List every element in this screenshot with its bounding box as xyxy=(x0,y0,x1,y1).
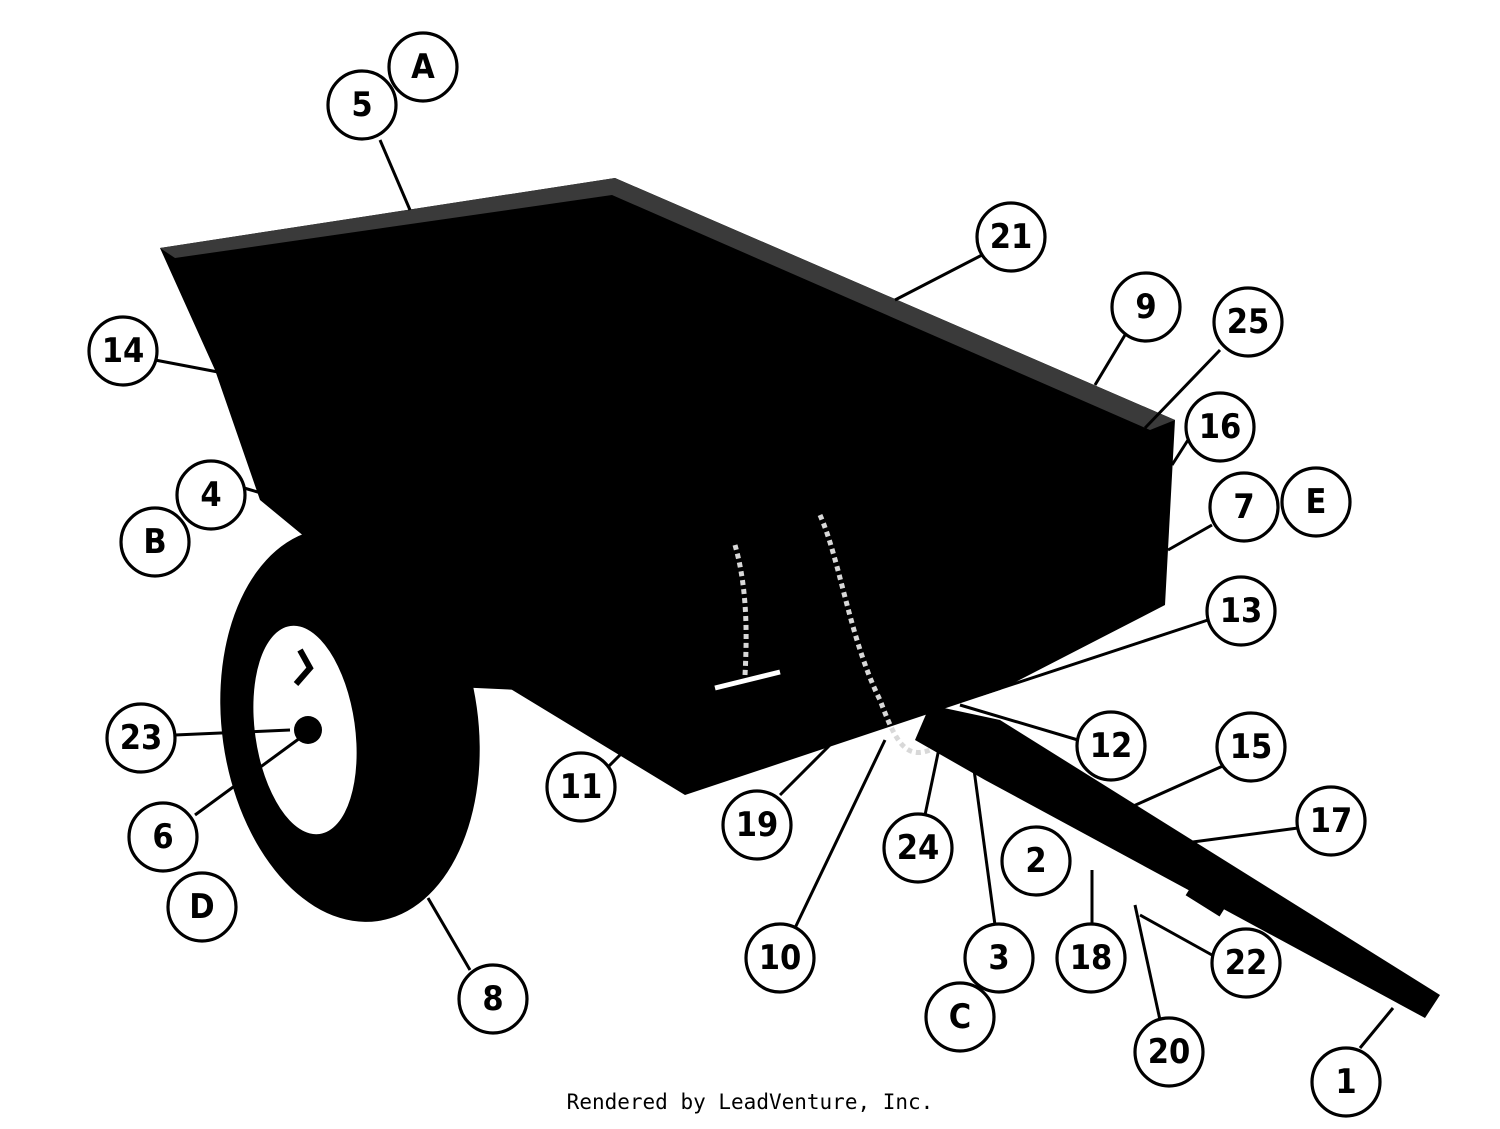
leader-6 xyxy=(194,736,301,817)
callout-a[interactable]: A xyxy=(387,31,459,103)
leader-5 xyxy=(378,139,412,211)
callout-7[interactable]: 7 xyxy=(1208,471,1280,543)
callout-14[interactable]: 14 xyxy=(87,315,159,387)
callout-19[interactable]: 19 xyxy=(721,789,793,861)
callout-15[interactable]: 15 xyxy=(1215,711,1287,783)
svg-text:10: 10 xyxy=(759,938,802,978)
leader-23 xyxy=(174,728,291,737)
leader-13 xyxy=(979,618,1209,697)
leader-9 xyxy=(1093,334,1127,386)
svg-text:4: 4 xyxy=(200,475,221,515)
callout-12[interactable]: 12 xyxy=(1075,710,1147,782)
leader-24 xyxy=(923,719,947,816)
callout-6[interactable]: 6 xyxy=(127,801,199,873)
callout-b[interactable]: B xyxy=(119,506,191,578)
svg-text:20: 20 xyxy=(1148,1032,1191,1072)
leader-12 xyxy=(959,703,1079,742)
callout-2[interactable]: 2 xyxy=(1000,825,1072,897)
leader-7 xyxy=(1167,523,1213,552)
tongue-bracket xyxy=(1085,796,1135,844)
callout-11[interactable]: 11 xyxy=(545,751,617,823)
svg-text:8: 8 xyxy=(482,979,503,1019)
svg-text:22: 22 xyxy=(1225,943,1268,983)
svg-text:3: 3 xyxy=(988,938,1009,978)
callout-18[interactable]: 18 xyxy=(1055,922,1127,994)
dump-box-body xyxy=(160,178,1175,795)
callout-1[interactable]: 1 xyxy=(1310,1046,1382,1118)
callout-8[interactable]: 8 xyxy=(457,963,529,1035)
callout-22[interactable]: 22 xyxy=(1210,927,1282,999)
svg-text:24: 24 xyxy=(897,828,940,868)
callout-c[interactable]: C xyxy=(924,981,996,1053)
svg-text:A: A xyxy=(411,47,435,87)
svg-text:23: 23 xyxy=(120,718,163,758)
callout-3[interactable]: 3 xyxy=(963,922,1035,994)
leader-16 xyxy=(1170,439,1190,466)
leader-1 xyxy=(1358,1007,1395,1049)
callouts: 1 2 3 4 5 6 7 8 9 10 11 12 13 14 15 16 1… xyxy=(87,31,1382,1118)
wheel-hub xyxy=(294,716,322,744)
svg-text:15: 15 xyxy=(1230,727,1273,767)
svg-text:21: 21 xyxy=(990,217,1033,257)
svg-text:11: 11 xyxy=(560,767,603,807)
latch-handle xyxy=(714,669,781,691)
callout-17[interactable]: 17 xyxy=(1295,785,1367,857)
callout-10[interactable]: 10 xyxy=(744,922,816,994)
svg-text:E: E xyxy=(1306,482,1327,522)
svg-text:14: 14 xyxy=(102,331,145,371)
tow-tongue xyxy=(915,705,1440,1018)
leader-lines xyxy=(154,139,1395,1049)
svg-text:7: 7 xyxy=(1233,487,1254,527)
callout-21[interactable]: 21 xyxy=(975,201,1047,273)
svg-text:12: 12 xyxy=(1090,726,1133,766)
svg-text:17: 17 xyxy=(1310,801,1353,841)
svg-text:C: C xyxy=(949,997,971,1037)
svg-text:5: 5 xyxy=(351,85,372,125)
trailer-illustration xyxy=(160,178,1440,1018)
leader-25 xyxy=(1143,348,1222,430)
svg-text:1: 1 xyxy=(1335,1062,1356,1102)
leader-21 xyxy=(894,253,983,302)
callout-25[interactable]: 25 xyxy=(1212,286,1284,358)
latch-chain-2 xyxy=(732,544,749,676)
svg-text:6: 6 xyxy=(152,817,173,857)
callout-d[interactable]: D xyxy=(166,871,238,943)
callout-23[interactable]: 23 xyxy=(105,702,177,774)
callout-9[interactable]: 9 xyxy=(1110,271,1182,343)
leader-14 xyxy=(154,358,219,374)
tongue-bracket-2 xyxy=(1185,871,1235,917)
svg-text:13: 13 xyxy=(1220,591,1263,631)
callout-20[interactable]: 20 xyxy=(1133,1016,1205,1088)
leader-8 xyxy=(426,897,472,971)
callout-e[interactable]: E xyxy=(1280,466,1352,538)
footer-credit: Rendered by LeadVenture, Inc. xyxy=(566,1090,934,1114)
svg-text:B: B xyxy=(143,522,166,562)
svg-text:16: 16 xyxy=(1199,407,1242,447)
svg-text:D: D xyxy=(189,887,214,927)
callout-13[interactable]: 13 xyxy=(1205,575,1277,647)
svg-text:25: 25 xyxy=(1227,302,1270,342)
leader-15 xyxy=(1119,763,1226,814)
callout-24[interactable]: 24 xyxy=(882,812,954,884)
callout-5[interactable]: 5 xyxy=(326,69,398,141)
latch-chain xyxy=(817,513,931,755)
leader-10 xyxy=(793,739,887,929)
svg-text:9: 9 xyxy=(1135,287,1156,327)
leader-3 xyxy=(968,739,997,926)
svg-text:19: 19 xyxy=(736,805,779,845)
callout-4[interactable]: 4 xyxy=(175,459,247,531)
svg-text:18: 18 xyxy=(1070,938,1113,978)
valve-stem xyxy=(293,648,314,686)
callout-16[interactable]: 16 xyxy=(1184,391,1256,463)
leader-19 xyxy=(778,738,837,797)
svg-text:2: 2 xyxy=(1025,841,1046,881)
leader-20 xyxy=(1133,904,1162,1021)
leader-22 xyxy=(1139,913,1213,957)
leader-17 xyxy=(1169,826,1299,847)
leader-4 xyxy=(243,486,269,497)
